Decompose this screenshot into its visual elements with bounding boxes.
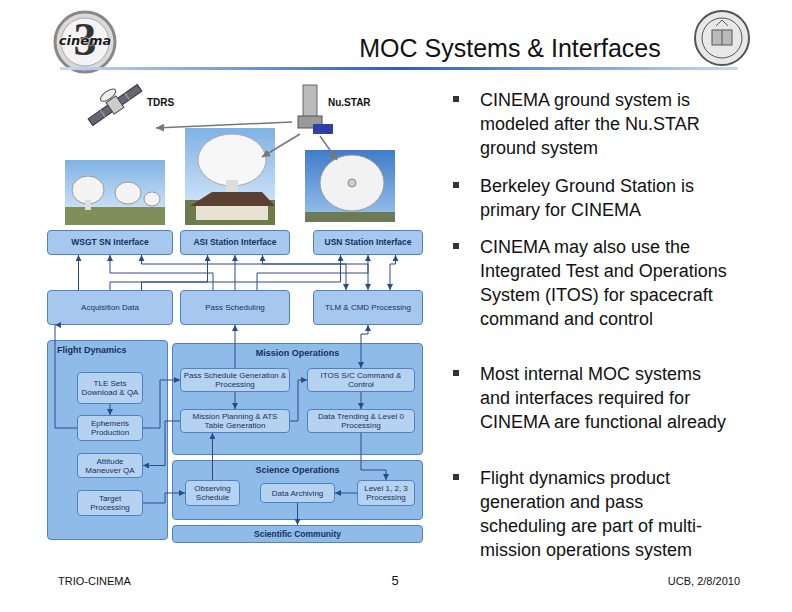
box-label: ITOS S/C Command & Control [310,371,412,389]
box-label: Pass Schedule Generation & Processing [183,371,287,389]
bullet-text: CINEMA may also use the Integrated Test … [480,235,730,331]
group-heading: Flight Dynamics [48,341,167,355]
group-box: Mission OperationsPass Schedule Generati… [172,343,423,455]
process-box: Observing Schedule [185,480,240,506]
process-box: Attitude Maneuver QA [77,453,143,478]
connector [142,255,347,290]
box-label: Level 1, 2, 3 Processing [360,484,412,502]
process-box: USN Station Interface [313,230,423,255]
group-heading: Mission Operations [173,344,422,358]
slide-title: MOC Systems & Interfaces [330,34,690,63]
box-label: WSGT SN Interface [71,238,148,247]
university-seal [695,11,749,65]
group-box: Science OperationsObserving Schedule Data… [172,460,423,520]
box-label: Ephemeris Production [80,419,140,437]
cinema-logo [55,12,115,72]
process-box: Ephemeris Production [77,415,143,441]
nustar-spacecraft [298,85,333,134]
process-box: TLM & CMD Processing [313,290,423,325]
link-arrow [156,122,337,160]
box-label: Mission Planning & ATS Table Generation [183,412,287,430]
process-box: Level 1, 2, 3 Processing [357,480,415,506]
connector [78,255,79,290]
box-label: Acquisition Data [81,303,139,312]
process-box: Scientific Community [172,525,423,543]
process-box: TLE Sets Download & QA [77,372,143,404]
process-box: Data Trending & Level 0 Processing [307,409,415,433]
box-label: Attitude Maneuver QA [80,457,140,475]
process-box: Pass Schedule Generation & Processing [180,368,290,392]
bullet-text: Berkeley Ground Station is primary for C… [480,174,730,222]
box-label: Data Archiving [272,489,324,498]
tdrs-satellite [81,75,143,128]
box-label: USN Station Interface [325,238,412,247]
bullet-text: CINEMA ground system is modeled after th… [480,88,730,160]
process-box: ITOS S/C Command & Control [307,368,415,392]
box-label: Observing Schedule [188,484,237,502]
box-label: Pass Scheduling [205,303,265,312]
process-box: Target Processing [77,490,143,516]
connector [235,255,236,290]
connector [257,255,368,290]
bullet-text: Most internal MOC systems and interfaces… [480,362,730,434]
bullet-text: Flight dynamics product generation and p… [480,466,730,562]
process-box: Data Archiving [260,483,335,503]
process-box: ASI Station Interface [180,230,290,255]
ground-station-photo [65,160,165,225]
box-label: Data Trending & Level 0 Processing [310,412,412,430]
connector [110,255,208,290]
group-box: Flight DynamicsTLE Sets Download & QA Eph… [47,340,168,540]
ground-station-photo [305,150,395,222]
footer-text: UCB, 2/8/2010 [660,575,740,588]
box-label: Target Processing [80,494,140,512]
box-label: ASI Station Interface [193,238,276,247]
box-label: TLM & CMD Processing [325,303,411,312]
connector [390,255,396,290]
bullet-marker [453,96,459,480]
process-box: Pass Scheduling [180,290,290,325]
box-label: Scientific Community [254,530,341,539]
group-heading: Science Operations [173,461,422,475]
page-number: 5 [385,573,405,589]
connector [142,255,341,290]
connector [263,255,369,290]
satellite-name: TDRS [147,97,197,109]
process-box: Acquisition Data [47,290,173,325]
logo-wordmark: cinema [55,33,115,49]
connector [110,255,213,290]
ground-station-photo [185,128,275,225]
footer-text: TRIO-CINEMA [58,575,158,588]
process-box: WSGT SN Interface [47,230,173,255]
box-label: TLE Sets Download & QA [80,379,140,397]
title-rule [60,67,738,70]
process-box: Mission Planning & ATS Table Generation [180,409,290,433]
satellite-name: Nu.STAR [328,97,388,109]
